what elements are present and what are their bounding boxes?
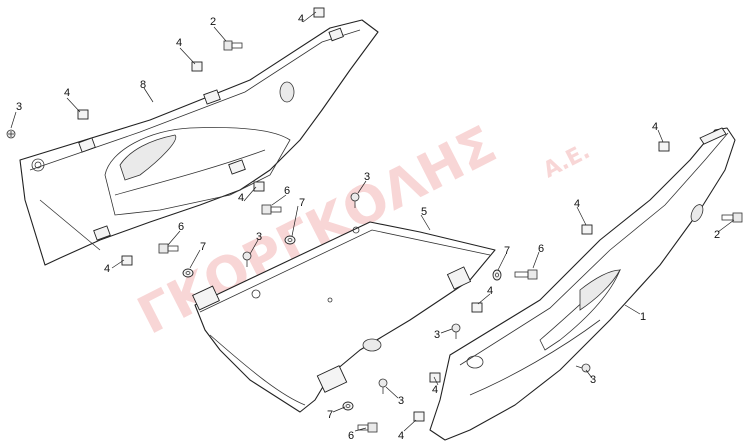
clip-icon	[429, 372, 441, 383]
bolt-icon	[223, 40, 243, 51]
callout-3: 3	[256, 231, 262, 243]
screw-icon	[6, 129, 16, 139]
callout-4: 4	[574, 198, 580, 210]
watermark-suffix: Α.Ε.	[539, 139, 594, 183]
callout-4: 4	[398, 430, 404, 442]
clip-icon	[471, 302, 483, 313]
bolt-icon	[261, 204, 282, 215]
part-8-boss	[279, 81, 295, 103]
bolt-icon	[721, 212, 743, 223]
clip-icon	[313, 7, 325, 18]
clip-icon	[581, 224, 593, 235]
callout-labels: 3 2 4 4 4 8 3 4 6 7 5 6 3 7 4 4 4 2 7 6 …	[16, 13, 720, 442]
screw-icon	[350, 192, 360, 208]
callout-3: 3	[364, 171, 370, 183]
part-1-lower-side-cover	[429, 127, 736, 441]
callout-4: 4	[104, 263, 110, 275]
washer-icon	[284, 235, 296, 245]
clip-icon	[413, 411, 425, 422]
washer-icon	[182, 268, 194, 278]
callout-2: 2	[714, 229, 720, 241]
bolt-icon	[158, 243, 179, 254]
part-8-upper-side-cover	[19, 19, 379, 266]
callout-7: 7	[327, 409, 333, 421]
clip-icon	[658, 141, 670, 152]
callout-1: 1	[640, 311, 646, 323]
screw-icon	[378, 378, 388, 394]
callout-4: 4	[652, 121, 658, 133]
part-5-center-panel	[192, 221, 496, 413]
callout-3: 3	[398, 395, 404, 407]
callout-7: 7	[299, 197, 305, 209]
clip-icon	[121, 255, 133, 266]
callout-4: 4	[298, 13, 304, 25]
fasteners	[6, 7, 743, 433]
screw-icon	[575, 363, 591, 373]
leader-lines	[10, 11, 735, 432]
callout-4: 4	[64, 87, 70, 99]
callout-6: 6	[348, 430, 354, 442]
clip-icon	[77, 109, 89, 120]
callout-2: 2	[210, 16, 216, 28]
callout-4: 4	[487, 285, 493, 297]
callout-6: 6	[538, 243, 544, 255]
callout-4: 4	[238, 192, 244, 204]
screw-icon	[242, 251, 252, 267]
washer-icon	[492, 269, 502, 281]
part-1-hole	[690, 204, 704, 222]
callout-4: 4	[432, 384, 438, 396]
callout-7: 7	[504, 245, 510, 257]
clip-icon	[191, 61, 203, 72]
part-5-grommet	[362, 338, 382, 352]
callout-3: 3	[16, 101, 22, 113]
callout-3: 3	[590, 374, 596, 386]
callout-3: 3	[434, 329, 440, 341]
bolt-icon	[514, 269, 538, 280]
bolt-icon	[357, 422, 378, 433]
callout-4: 4	[176, 37, 182, 49]
screw-icon	[451, 323, 461, 339]
clip-icon	[253, 181, 265, 192]
callout-5: 5	[421, 206, 427, 218]
callout-6: 6	[284, 185, 290, 197]
washer-icon	[342, 401, 354, 411]
callout-8: 8	[140, 79, 146, 91]
watermark-suffix-text: Α.Ε.	[539, 139, 594, 183]
callout-7: 7	[200, 241, 206, 253]
callout-6: 6	[178, 221, 184, 233]
